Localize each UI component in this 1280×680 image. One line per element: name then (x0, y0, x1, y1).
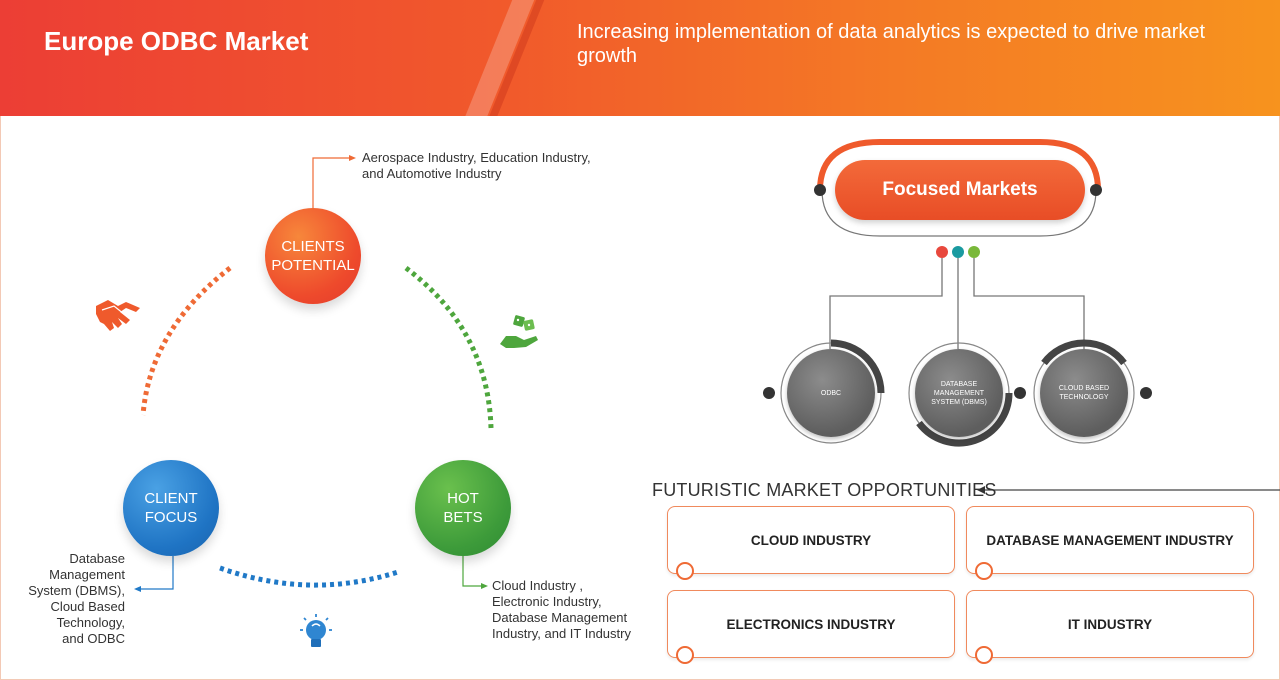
focus-connector-arrow (134, 586, 141, 592)
opportunity-it-industry: IT INDUSTRY (966, 590, 1254, 664)
connector-cloud (973, 258, 1085, 349)
opportunity-label: DATABASE MANAGEMENT INDUSTRY (986, 532, 1234, 548)
page-title: Europe ODBC Market (44, 26, 309, 56)
odbc-left-dot (763, 387, 775, 399)
opportunity-label: ELECTRONICS INDUSTRY (726, 616, 896, 632)
connector-dot-teal (952, 246, 964, 258)
opportunity-ring-icon (975, 562, 993, 580)
cloud-right-dot (1140, 387, 1152, 399)
hot-bets-annotation: Cloud Industry , Electronic Industry, Da… (492, 578, 631, 641)
opportunity-ring-icon (676, 562, 694, 580)
futuristic-title: FUTURISTIC MARKET OPPORTUNITIES (652, 480, 997, 500)
bets-connector (462, 556, 482, 587)
connector-dot-red (936, 246, 948, 258)
connector-dot-green (968, 246, 980, 258)
hot-bets-label: HOT BETS (443, 490, 483, 526)
blue-dotted-arc (219, 565, 399, 588)
hot-bets-node: HOT BETS (415, 460, 511, 556)
market-cloud-based-technology: CLOUD BASED TECHNOLOGY (1040, 349, 1128, 437)
opportunity-label: CLOUD INDUSTRY (750, 532, 872, 548)
futuristic-arrow-head (977, 486, 985, 494)
connector-odbc (829, 258, 943, 349)
opportunity-ring-icon (676, 646, 694, 664)
focused-pill-ring-top (817, 139, 1101, 191)
lightbulb-icon (300, 614, 332, 647)
dbms-right-dot (1014, 387, 1026, 399)
bets-connector-arrow (481, 583, 488, 589)
focus-connector (140, 556, 174, 590)
clients-potential-label: CLIENTS POTENTIAL (271, 238, 355, 274)
orange-dotted-arc (140, 266, 232, 416)
client-focus-node: CLIENT FOCUS (123, 460, 219, 556)
pill-left-dot (814, 184, 826, 196)
opportunity-cloud-industry: CLOUD INDUSTRY (667, 506, 955, 580)
focused-pill-ring-bottom (821, 189, 1097, 237)
market-dbms: DATABASE MANAGEMENT SYSTEM (DBMS) (915, 349, 1003, 437)
opportunity-label: IT INDUSTRY (1067, 616, 1153, 632)
page-subtitle: Increasing implementation of data analyt… (577, 21, 1206, 67)
cloud-ring-accent (1041, 339, 1127, 366)
odbc-ring-accent (830, 339, 885, 394)
focused-markets-title: Focused Markets (835, 160, 1085, 220)
market-odbc: ODBC (787, 349, 875, 437)
client-focus-label: CLIENT FOCUS (144, 490, 198, 526)
clients-connector-arrow (349, 155, 356, 161)
opportunity-ring-icon (975, 646, 993, 664)
cycle-diagram (96, 155, 538, 647)
header-banner: Europe ODBC Market Increasing implementa… (0, 0, 1280, 116)
opportunity-electronics-industry: ELECTRONICS INDUSTRY (667, 590, 955, 664)
dbms-ring-accent (916, 392, 1013, 447)
dice-hand-icon (500, 315, 538, 348)
handshake-icon (96, 300, 140, 331)
pill-right-dot (1090, 184, 1102, 196)
client-focus-annotation: Database Management System (DBMS), Cloud… (28, 551, 125, 646)
clients-potential-node: CLIENTS POTENTIAL (265, 208, 361, 304)
clients-potential-annotation: Aerospace Industry, Education Industry, … (362, 150, 591, 181)
opportunity-database-management-industry: DATABASE MANAGEMENT INDUSTRY (966, 506, 1254, 580)
clients-connector (312, 157, 350, 208)
